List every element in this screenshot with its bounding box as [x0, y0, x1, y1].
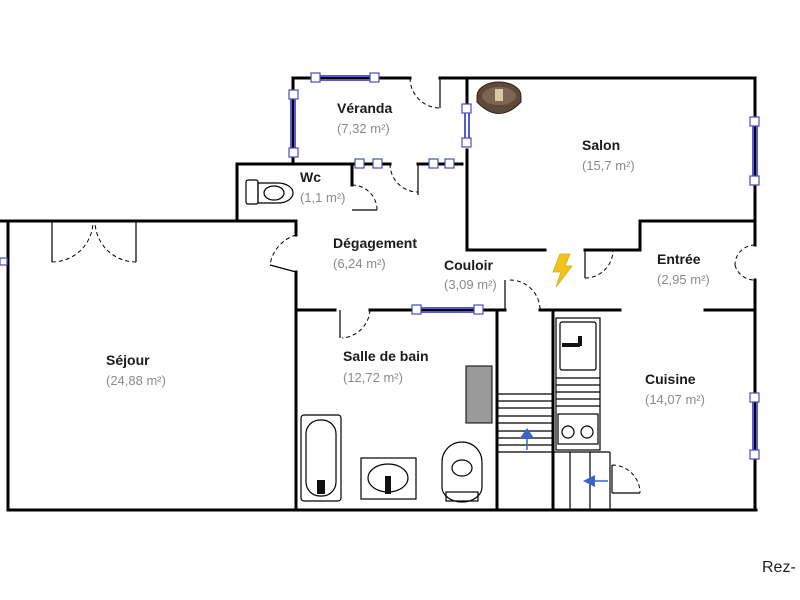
arrow-left-icon [583, 475, 595, 487]
room-name-couloir: Couloir [444, 257, 494, 273]
stairs [497, 393, 611, 510]
room-area-entree: (2,95 m²) [657, 272, 710, 287]
windows [0, 72, 760, 460]
level-label: Rez- [762, 559, 796, 576]
room-area-wc: (1,1 m²) [300, 190, 346, 205]
room-name-salon: Salon [582, 137, 620, 153]
toilet-icon [245, 179, 294, 205]
room-name-salle-de-bain: Salle de bain [343, 348, 429, 364]
room-area-veranda: (7,32 m²) [337, 121, 390, 136]
room-name-veranda: Véranda [337, 100, 392, 116]
door-swings [51, 77, 756, 494]
room-area-cuisine: (14,07 m²) [645, 392, 705, 407]
room-name-entree: Entrée [657, 251, 701, 267]
room-name-wc: Wc [300, 169, 321, 185]
lightning-bolt-icon [552, 253, 573, 288]
bathtub-icon [300, 414, 342, 502]
room-area-couloir: (3,09 m²) [444, 277, 497, 292]
fixtures [245, 81, 611, 510]
room-labels: Véranda (7,32 m²) Salon (15,7 m²) Wc (1,… [106, 100, 796, 576]
room-name-sejour: Séjour [106, 352, 150, 368]
cabinet-block [465, 365, 493, 424]
room-name-cuisine: Cuisine [645, 371, 696, 387]
sink-icon [360, 457, 417, 500]
boiler-icon [476, 81, 522, 114]
bathroom-toilet-icon [441, 441, 483, 503]
room-area-degagement: (6,24 m²) [333, 256, 386, 271]
room-area-salon: (15,7 m²) [582, 158, 635, 173]
room-name-degagement: Dégagement [333, 235, 417, 251]
arrow-up-icon [520, 428, 534, 438]
walls [0, 76, 758, 512]
room-area-salle-de-bain: (12,72 m²) [343, 370, 403, 385]
room-area-sejour: (24,88 m²) [106, 373, 166, 388]
kitchen-counter [555, 317, 601, 451]
